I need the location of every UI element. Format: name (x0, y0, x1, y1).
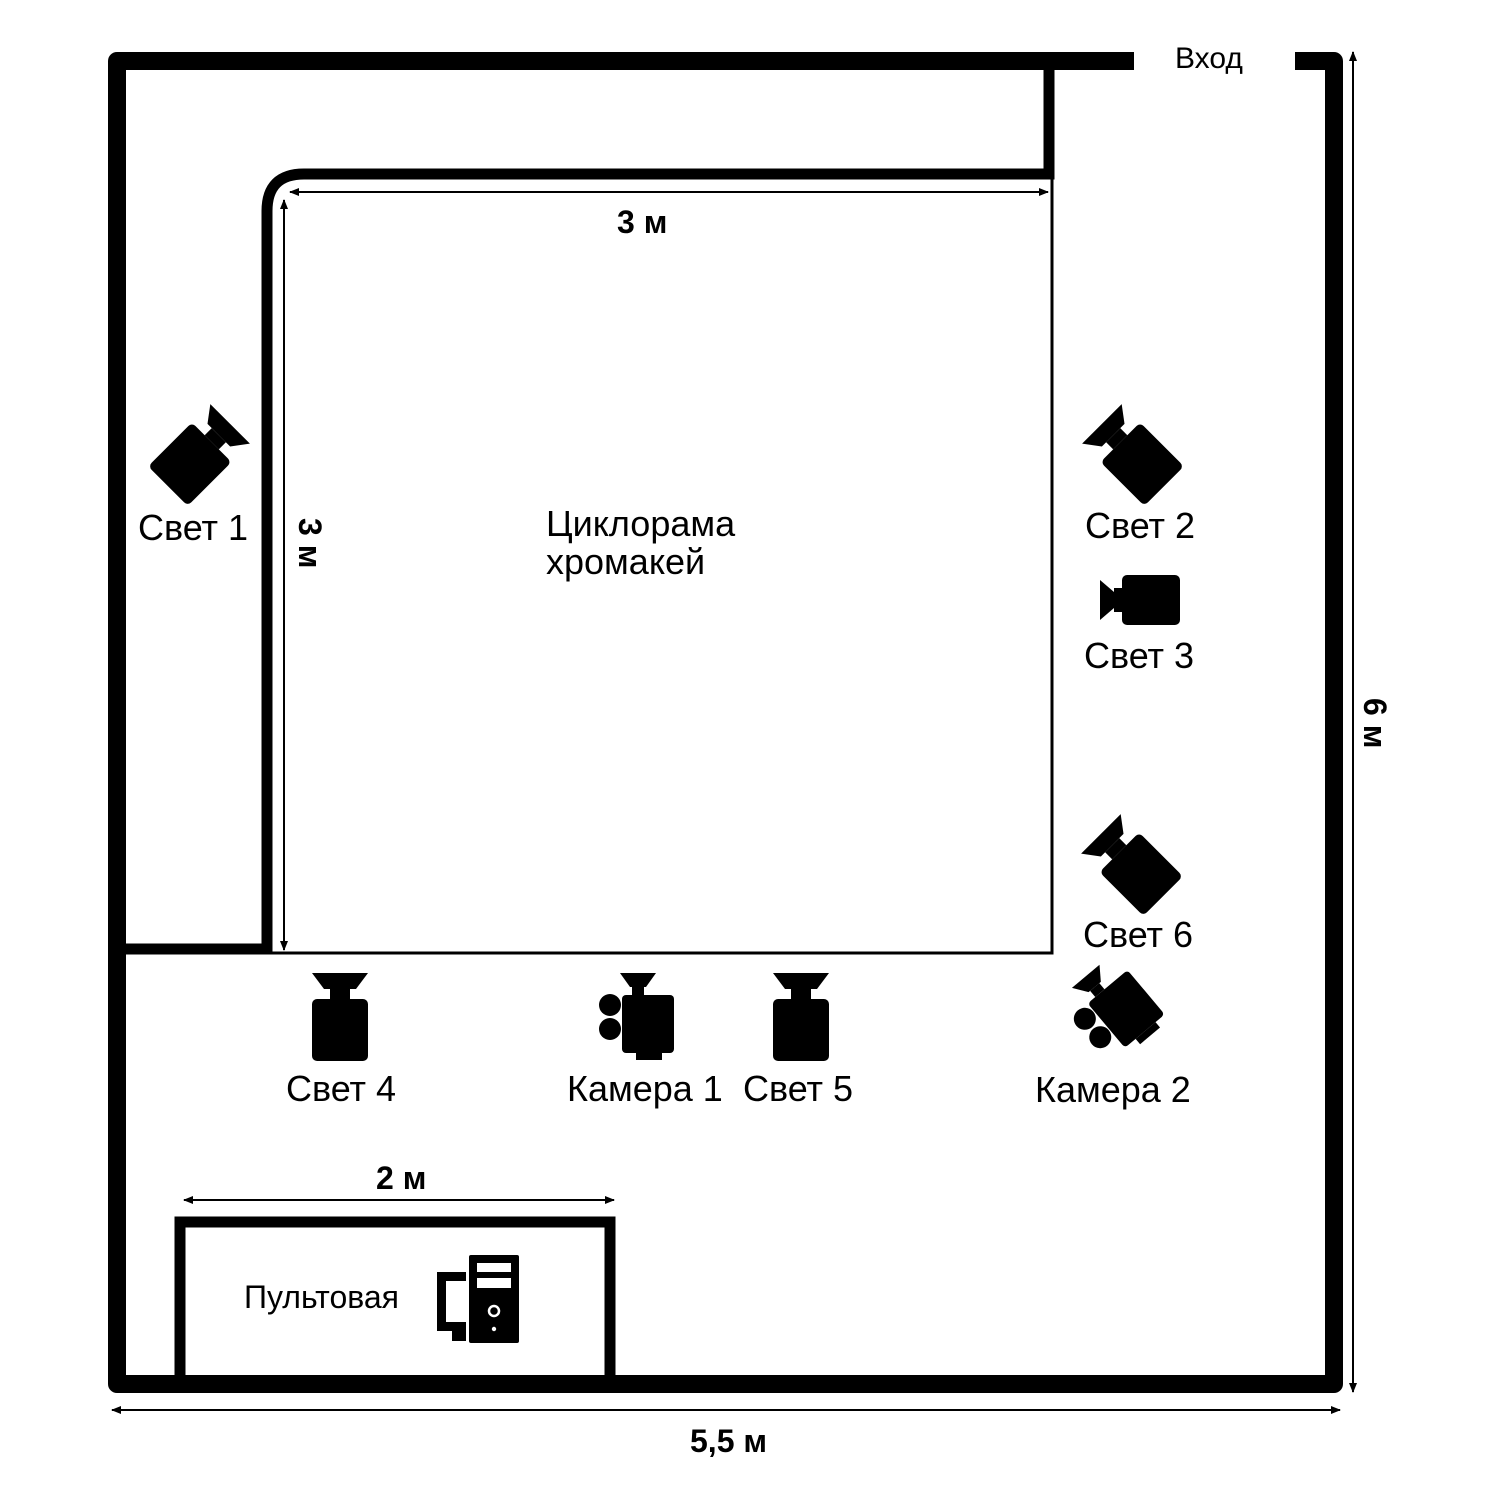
equipment-label-svet-6: Свет 6 (1083, 914, 1194, 955)
control-room-wall (174, 1216, 616, 1380)
camera-icon (1055, 953, 1170, 1069)
dim-cyclorama-width: 3 м (617, 204, 668, 240)
equipment-label-kamera-2: Камера 2 (1035, 1069, 1191, 1110)
dim-control-room-width: 2 м (376, 1160, 427, 1196)
light-icon (1081, 814, 1183, 916)
dim-room-depth: 6 м (1357, 698, 1393, 749)
computer-icon (437, 1255, 519, 1343)
equipment-label-svet-5: Свет 5 (743, 1068, 854, 1109)
control-room-label: Пультовая (244, 1279, 399, 1315)
cyclorama-label-line2: хромакей (546, 541, 706, 582)
equipment-label-kamera-1: Камера 1 (567, 1068, 723, 1109)
entrance-label: Вход (1175, 42, 1243, 75)
light-icon (148, 404, 250, 506)
cyclorama-floor-edge (270, 178, 1054, 955)
camera-icon (599, 973, 674, 1060)
outer-wall (108, 52, 1343, 1393)
light-icon (1082, 404, 1184, 506)
cyclorama-label-line1: Циклорама (546, 503, 736, 544)
dim-room-width: 5,5 м (690, 1423, 768, 1459)
dim-cyclorama-depth: 3 м (292, 518, 328, 569)
cyclorama-wall (125, 70, 1055, 955)
equipment-label-svet-4: Свет 4 (286, 1068, 397, 1109)
equipment-label-svet-1: Свет 1 (138, 507, 249, 548)
light-icon (773, 973, 829, 1061)
light-icon (312, 973, 368, 1061)
equipment-label-svet-3: Свет 3 (1084, 635, 1195, 676)
equipment-label-svet-2: Свет 2 (1085, 505, 1196, 546)
light-icon (1100, 575, 1180, 625)
